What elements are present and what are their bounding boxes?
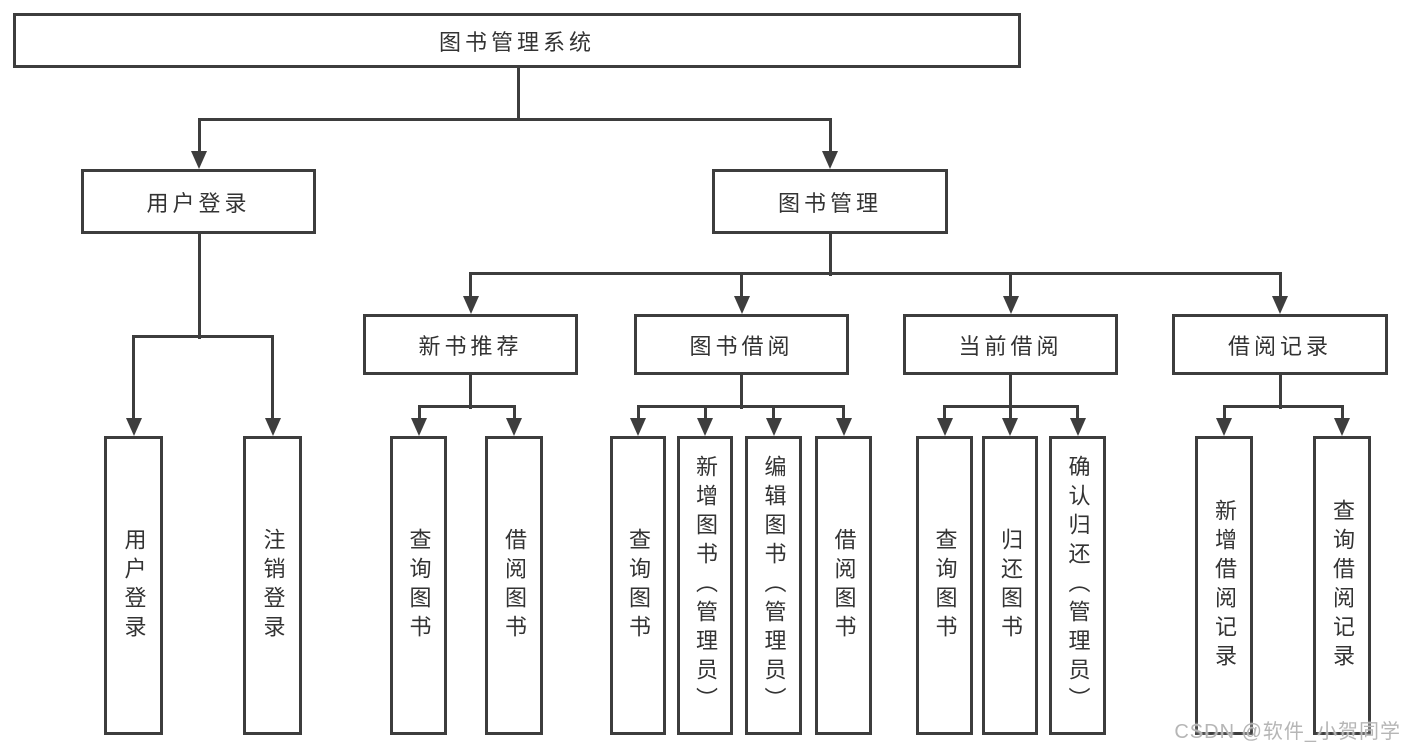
connector-line bbox=[469, 375, 472, 409]
leaf-return-book: 归还图书 bbox=[982, 436, 1038, 735]
node-borrow-records: 借阅记录 bbox=[1172, 314, 1388, 375]
leaf-label: 确认归还（管理员） bbox=[1065, 455, 1091, 716]
leaf-label: 用户登录 bbox=[121, 527, 147, 644]
leaf-query-books-recommend: 查询图书 bbox=[390, 436, 447, 735]
leaf-add-borrow-record: 新增借阅记录 bbox=[1195, 436, 1253, 735]
arrowhead-down-icon bbox=[1334, 418, 1350, 436]
connector-line bbox=[943, 406, 946, 423]
node-label: 图书管理系统 bbox=[438, 29, 595, 55]
connector-line bbox=[943, 404, 1079, 408]
connector-line bbox=[197, 234, 201, 339]
node-label: 图书借阅 bbox=[689, 333, 794, 359]
node-label: 借阅记录 bbox=[1227, 333, 1332, 359]
arrowhead-down-icon bbox=[1002, 296, 1019, 314]
connector-line bbox=[636, 404, 845, 408]
node-current-borrow: 当前借阅 bbox=[903, 314, 1118, 375]
connector-line bbox=[1278, 273, 1282, 301]
connector-line bbox=[1222, 404, 1344, 408]
connector-line bbox=[197, 117, 832, 121]
leaf-label: 查询借阅记录 bbox=[1330, 498, 1355, 673]
connector-line bbox=[197, 119, 201, 156]
leaf-query-books-borrow: 查询图书 bbox=[610, 436, 666, 735]
arrowhead-down-icon bbox=[822, 151, 838, 169]
connector-line bbox=[1009, 375, 1012, 409]
leaf-label: 注销登录 bbox=[260, 527, 286, 644]
leaf-label: 查询图书 bbox=[932, 527, 958, 644]
node-label: 新书推荐 bbox=[418, 333, 523, 359]
leaf-label: 借阅图书 bbox=[831, 527, 857, 644]
arrowhead-down-icon bbox=[1069, 418, 1086, 436]
node-label: 图书管理 bbox=[777, 190, 882, 216]
arrowhead-down-icon bbox=[462, 296, 479, 314]
arrowhead-down-icon bbox=[264, 418, 281, 436]
connector-line bbox=[636, 406, 640, 423]
leaf-logout: 注销登录 bbox=[243, 436, 302, 735]
connector-line bbox=[132, 334, 274, 338]
node-label: 用户登录 bbox=[146, 190, 251, 216]
leaf-borrow-books: 借阅图书 bbox=[815, 436, 872, 735]
arrowhead-down-icon bbox=[506, 418, 522, 436]
connector-line bbox=[1008, 406, 1012, 423]
leaf-confirm-return-admin: 确认归还（管理员） bbox=[1049, 436, 1106, 735]
leaf-borrow-books-recommend: 借阅图书 bbox=[485, 436, 543, 735]
connector-line bbox=[132, 336, 135, 423]
arrowhead-down-icon bbox=[765, 418, 782, 436]
arrowhead-down-icon bbox=[835, 418, 852, 436]
connector-line bbox=[842, 406, 845, 423]
connector-line bbox=[1278, 375, 1282, 409]
leaf-query-books-current: 查询图书 bbox=[916, 436, 973, 735]
arrowhead-down-icon bbox=[630, 418, 646, 436]
watermark: CSDN @软件_小贺同学 bbox=[1174, 721, 1401, 743]
arrowhead-down-icon bbox=[697, 418, 713, 436]
connector-line bbox=[740, 375, 743, 409]
connector-line bbox=[1340, 406, 1344, 423]
connector-line bbox=[516, 68, 520, 121]
leaf-add-book-admin: 新增图书（管理员） bbox=[677, 436, 733, 735]
leaf-label: 查询图书 bbox=[406, 527, 432, 644]
node-book-management: 图书管理 bbox=[712, 169, 948, 234]
arrowhead-down-icon bbox=[1002, 418, 1018, 436]
leaf-label: 归还图书 bbox=[998, 527, 1023, 644]
arrowhead-down-icon bbox=[191, 151, 207, 169]
connector-line bbox=[469, 273, 472, 301]
connector-line bbox=[740, 273, 743, 301]
connector-line bbox=[1009, 273, 1012, 301]
leaf-user-login: 用户登录 bbox=[104, 436, 163, 735]
node-user-login: 用户登录 bbox=[81, 169, 316, 234]
arrowhead-down-icon bbox=[936, 418, 953, 436]
connector-line bbox=[271, 336, 274, 423]
connector-line bbox=[469, 271, 1282, 275]
leaf-label: 查询图书 bbox=[626, 527, 651, 644]
node-new-book-recommend: 新书推荐 bbox=[363, 314, 578, 375]
connector-line bbox=[417, 404, 516, 408]
arrowhead-down-icon bbox=[733, 296, 750, 314]
arrowhead-down-icon bbox=[411, 418, 427, 436]
connector-line bbox=[772, 406, 775, 423]
connector-line bbox=[512, 406, 516, 423]
arrowhead-down-icon bbox=[1272, 296, 1288, 314]
node-label: 当前借阅 bbox=[958, 333, 1063, 359]
connector-line bbox=[417, 406, 421, 423]
connector-line bbox=[1076, 406, 1079, 423]
connector-line bbox=[828, 119, 832, 156]
leaf-label: 借阅图书 bbox=[502, 527, 527, 644]
connector-line bbox=[828, 234, 832, 276]
leaf-label: 新增借阅记录 bbox=[1212, 498, 1237, 673]
leaf-label: 编辑图书（管理员） bbox=[761, 455, 787, 716]
arrowhead-down-icon bbox=[125, 418, 142, 436]
leaf-query-borrow-record: 查询借阅记录 bbox=[1313, 436, 1371, 735]
node-library-management-system: 图书管理系统 bbox=[13, 13, 1021, 68]
leaf-label: 新增图书（管理员） bbox=[693, 455, 718, 716]
connector-line bbox=[1222, 406, 1226, 423]
leaf-edit-book-admin: 编辑图书（管理员） bbox=[745, 436, 802, 735]
node-book-borrow: 图书借阅 bbox=[634, 314, 849, 375]
connector-line bbox=[703, 406, 707, 423]
arrowhead-down-icon bbox=[1216, 418, 1232, 436]
